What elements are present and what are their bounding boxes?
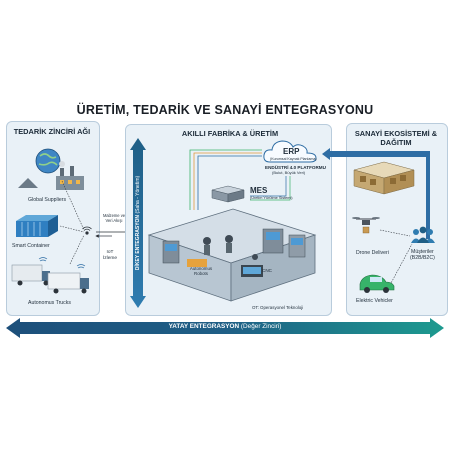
ot-label: OT: Operasyonel Teknoloji — [252, 305, 304, 310]
erp-title: ERP — [283, 147, 300, 156]
wifi-hub-icon — [82, 226, 92, 235]
global-suppliers-label: Global Suppliers — [28, 197, 67, 203]
horizontal-integration-sub: (Değer Zinciri) — [240, 323, 282, 330]
electric-vehicle-icon — [359, 274, 395, 293]
cnc-label: CNC — [262, 268, 272, 273]
industry-ecosystem-title: SANAYİ EKOSİSTEMİ & DAĞITIM — [354, 129, 438, 147]
horizontal-integration-bold: YATAY ENTEGRASYON — [168, 323, 240, 330]
erp-cloud-icon — [263, 140, 317, 163]
platform-subtitle: (Bulut, Büyük Veri) — [272, 170, 306, 175]
drone-delivery-label: Drone Deliveri — [356, 250, 389, 256]
container-icon — [16, 215, 58, 237]
autonomous-trucks-label: Autonomus Trucks — [28, 300, 71, 306]
smart-factory-title: AKILLI FABRİKA & ÜRETİM — [181, 129, 279, 138]
material-flow-label: Malzeme ve Veri Akışı — [102, 213, 126, 223]
truck-icon — [11, 257, 89, 294]
customers-icon — [411, 226, 435, 243]
robots-label: Autonomus Robots — [189, 266, 213, 277]
page-title: ÜRETİM, TEDARİK VE SANAYİ ENTEGRASYONU — [76, 103, 374, 117]
smart-container-label: Smart Container — [12, 243, 50, 249]
drone-icon — [352, 217, 380, 234]
warehouse-icon — [353, 161, 415, 195]
platform-title: ENDÜSTRİ 4.0 PLATFORMU — [265, 165, 326, 170]
customers-label: Müşteriler (B2B/B2C) — [410, 249, 435, 261]
mes-server-icon — [211, 185, 245, 203]
erp-subtitle: (Kurumsal Kaynak Planlama) — [270, 157, 317, 161]
mes-subtitle: (Üretim Yürütme Sistemi) — [250, 196, 293, 200]
horizontal-integration-label: YATAY ENTEGRASYON (Değer Zinciri) — [0, 323, 450, 330]
factory-floor-icon — [147, 208, 317, 302]
supply-chain-title: TEDARİK ZİNCİRİ AĞI — [13, 127, 91, 136]
mes-title: MES — [250, 186, 268, 195]
iot-monitoring-label: IoT İzleme — [102, 250, 118, 261]
globe-factory-icon — [18, 148, 84, 190]
electric-vehicle-label: Elektric Vehicler — [356, 298, 393, 304]
